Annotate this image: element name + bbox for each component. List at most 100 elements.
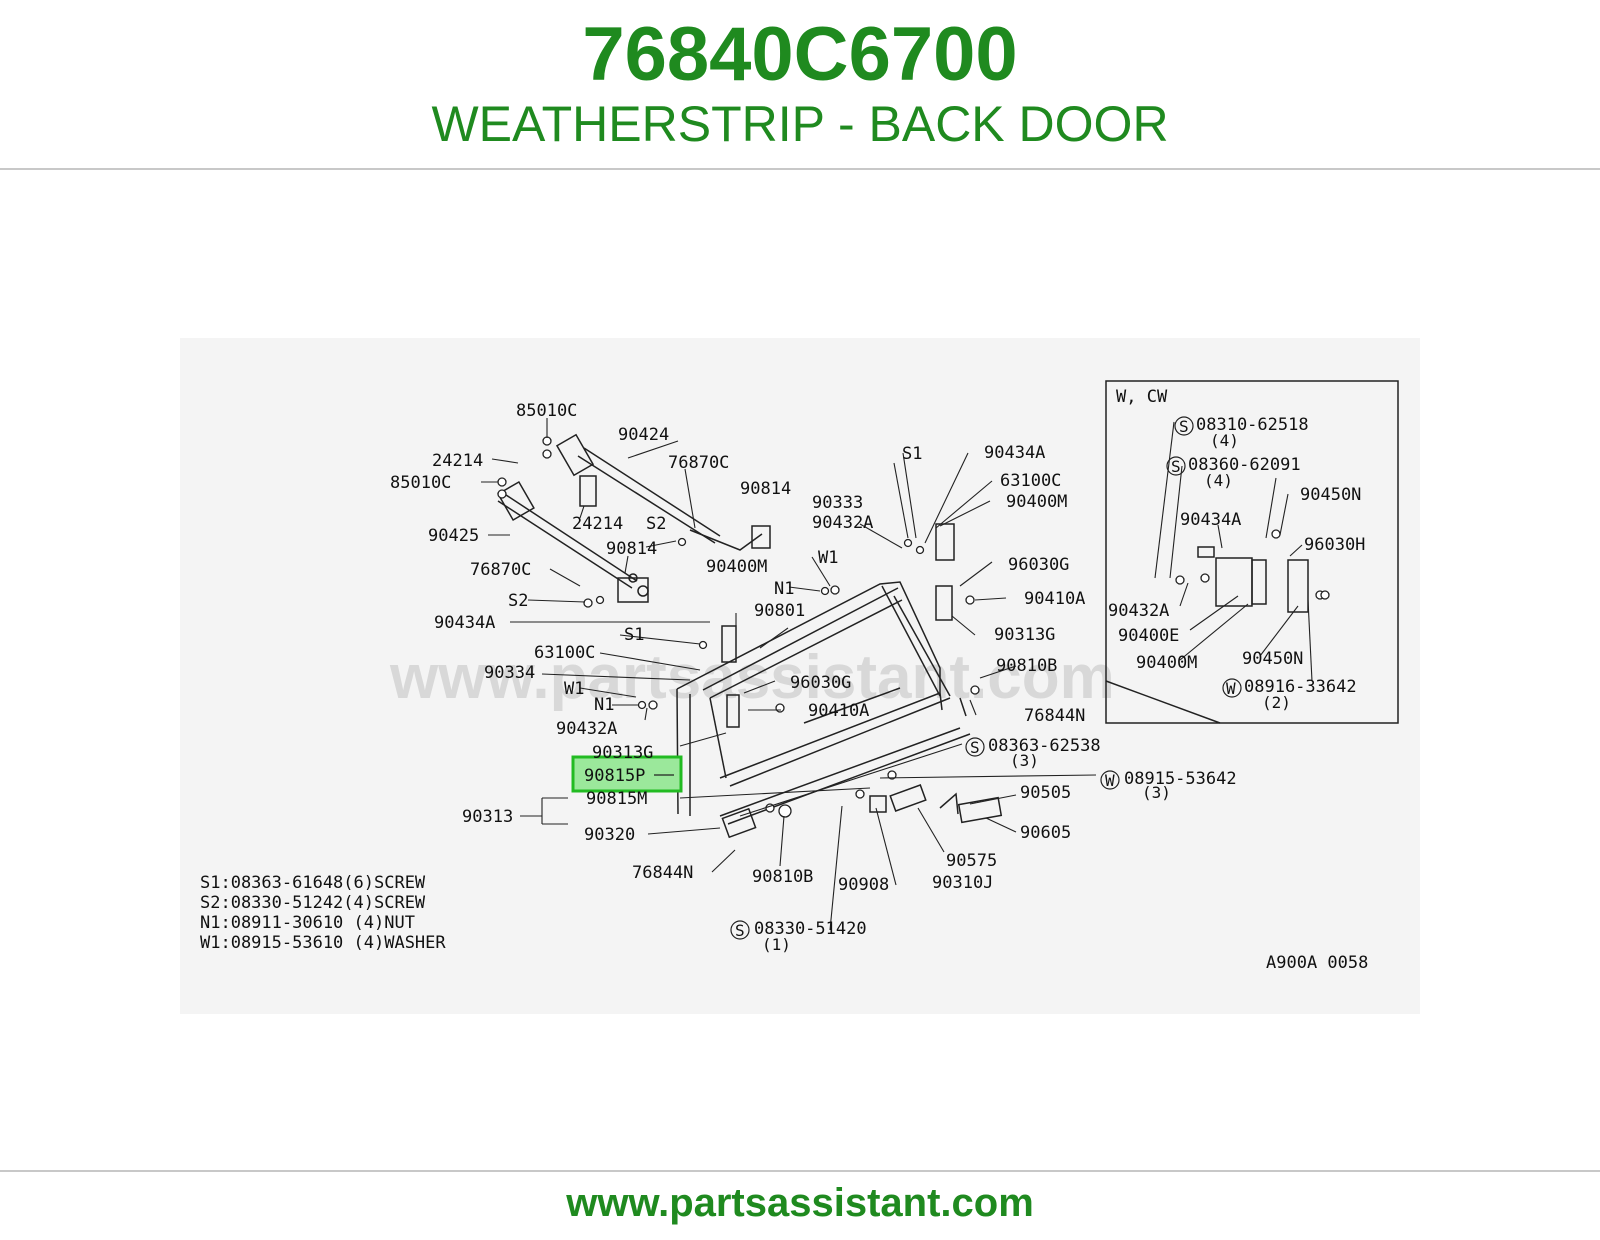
highlight-box: [571, 755, 683, 793]
callout-85010C: 85010C: [516, 401, 577, 421]
callout-90310J: 90310J: [932, 873, 993, 893]
callout-08363-62538: 08363-62538: [988, 736, 1101, 756]
inset-striker: [1287, 559, 1309, 613]
svg-text:(1): (1): [762, 935, 791, 954]
legend-line: S2:08330-51242(4)SCREW: [200, 893, 426, 913]
callout-90810B: 90810B: [752, 867, 813, 887]
callout-85010C-b: 85010C: [390, 473, 451, 493]
callout-N1: N1: [594, 695, 614, 715]
callout-90313: 90313: [462, 807, 513, 827]
callout-90908: 90908: [838, 875, 889, 895]
fasteners: [497, 436, 1330, 818]
strut-bracket-upper: [555, 433, 595, 477]
callout-N1-b: N1: [774, 579, 794, 599]
callout-90434A-b: 90434A: [984, 443, 1045, 463]
callout-90334: 90334: [484, 663, 535, 683]
inset-callout-08360-62091: 08360-62091: [1188, 455, 1301, 475]
legend-line: W1:08915-53610 (4)WASHER: [200, 933, 446, 953]
svg-text:S: S: [735, 921, 745, 940]
upper-weatherstrip-rail: [719, 692, 951, 787]
latch-90310J: [889, 784, 927, 812]
callout-90605: 90605: [1020, 823, 1071, 843]
callout-labels: 85010C 90424 24214 76870C 85010C 90814 2…: [390, 387, 1365, 954]
callout-90434A: 90434A: [434, 613, 495, 633]
callout-96030G: 96030G: [790, 673, 851, 693]
callout-90320: 90320: [584, 825, 635, 845]
inset-callout-90450N-b: 90450N: [1242, 649, 1303, 669]
callout-90400M: 90400M: [706, 557, 767, 577]
inset-callout-08310-62518: 08310-62518: [1196, 415, 1309, 435]
callout-90432A-b: 90432A: [812, 513, 873, 533]
callout-76870C-b: 76870C: [470, 560, 531, 580]
gas-strut-upper: [577, 447, 721, 544]
callout-90333: 90333: [812, 493, 863, 513]
callout-90505: 90505: [1020, 783, 1071, 803]
callout-90424: 90424: [618, 425, 669, 445]
hinge-90400M-right: [935, 523, 955, 561]
inset-callout-90400M: 90400M: [1136, 653, 1197, 673]
frame-left-side: [676, 688, 691, 816]
callout-90810B-b: 90810B: [996, 656, 1057, 676]
inset-box: [1105, 380, 1399, 724]
callout-08915-53642: 08915-53642: [1124, 769, 1237, 789]
upper-strut-ball-joint: [751, 525, 771, 549]
hinge-plate-24214: [579, 475, 597, 507]
svg-text:S: S: [1171, 457, 1181, 476]
callout-96030G-b: 96030G: [1008, 555, 1069, 575]
header-divider: [0, 168, 1600, 170]
figure-code: A900A 0058: [1266, 953, 1368, 973]
drawing-strokes: [497, 380, 1399, 839]
callout-76844N: 76844N: [632, 863, 693, 883]
svg-text:W: W: [1226, 679, 1236, 698]
highlighted-part-label: 90815P: [584, 766, 645, 786]
callout-24214: 24214: [432, 451, 483, 471]
callout-90432A: 90432A: [556, 719, 617, 739]
hinge-90313G-left: [726, 694, 740, 728]
parts-diagram: www.partsassistant.com: [180, 338, 1420, 1014]
callout-24214-b: 24214: [572, 514, 623, 534]
callout-63100C: 63100C: [534, 643, 595, 663]
inset-callout-96030H: 96030H: [1304, 535, 1365, 555]
diagram-canvas: www.partsassistant.com: [200, 380, 1399, 973]
callout-W1-b: W1: [818, 548, 838, 568]
svg-text:(4): (4): [1204, 471, 1233, 490]
inset-callout-90450N: 90450N: [1300, 485, 1361, 505]
callout-90815M: 90815M: [586, 789, 647, 809]
svg-text:S: S: [1179, 417, 1189, 436]
callout-90814-b: 90814: [606, 539, 657, 559]
latch-90605: [957, 796, 1003, 824]
footer-website-link[interactable]: www.partsassistant.com: [566, 1181, 1034, 1225]
legend-line: S1:08363-61648(6)SCREW: [200, 873, 426, 893]
lower-weatherstrip-rail: [719, 727, 971, 825]
watermark-text: www.partsassistant.com: [389, 643, 1115, 712]
inset-callout-90432A: 90432A: [1108, 601, 1169, 621]
defroster-line: [803, 687, 901, 724]
rail-end-cap: [721, 807, 757, 839]
hinge-90313G-right: [935, 585, 953, 621]
svg-text:S: S: [970, 738, 980, 757]
callout-90410A: 90410A: [808, 701, 869, 721]
svg-text:(4): (4): [1210, 431, 1239, 450]
callout-S2-b: S2: [508, 591, 528, 611]
part-name-subtitle: WEATHERSTRIP - BACK DOOR: [431, 96, 1169, 152]
part-number-title: 76840C6700: [582, 12, 1018, 97]
callout-S1-b: S1: [902, 444, 922, 464]
callout-W1: W1: [564, 679, 584, 699]
callout-90400M-b: 90400M: [1006, 492, 1067, 512]
footer-divider: [0, 1170, 1600, 1172]
callout-90313G: 90313G: [592, 743, 653, 763]
callout-76844N-b: 76844N: [1024, 706, 1085, 726]
frame-top: [676, 581, 943, 711]
fastener-legend: S1:08363-61648(6)SCREW S2:08330-51242(4)…: [200, 873, 446, 953]
strut-bracket-lower: [497, 480, 535, 522]
frame-inner-top: [702, 587, 903, 699]
callout-90814: 90814: [740, 479, 791, 499]
latch-90908: [869, 795, 887, 813]
hinge-90400M-left: [721, 625, 737, 663]
inset-callout-08916-33642: 08916-33642: [1244, 677, 1357, 697]
callout-90575: 90575: [946, 851, 997, 871]
callout-90313G-b: 90313G: [994, 625, 1055, 645]
svg-text:W: W: [1105, 771, 1115, 790]
callout-08330-51420: 08330-51420: [754, 919, 867, 939]
svg-text:(2): (2): [1262, 693, 1291, 712]
